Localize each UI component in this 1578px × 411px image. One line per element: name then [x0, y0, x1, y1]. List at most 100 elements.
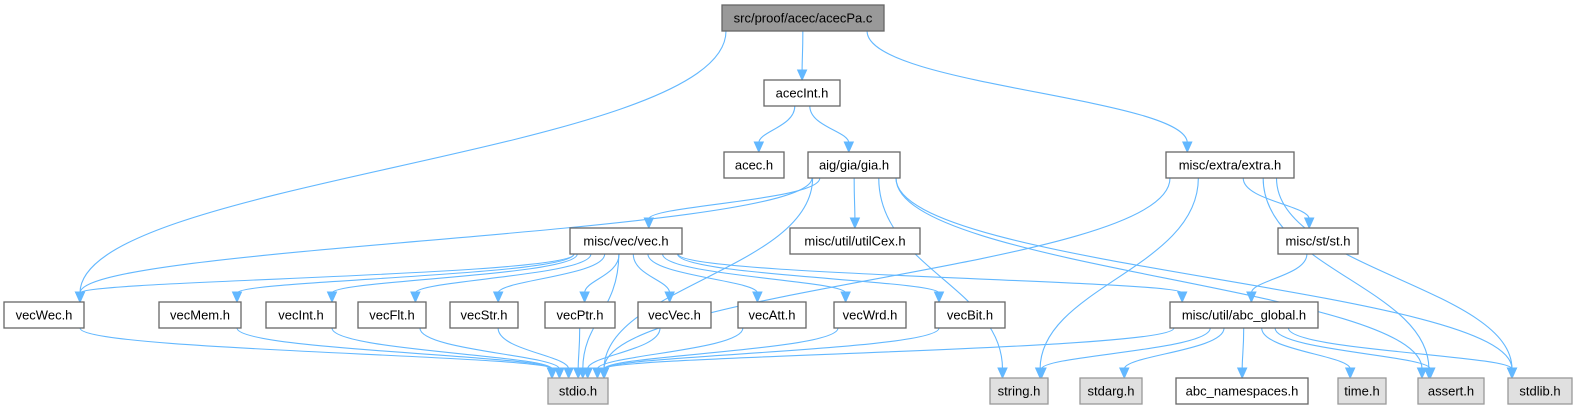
edge-vec-to-vecVec — [632, 253, 675, 304]
arrowhead-icon — [752, 291, 763, 304]
edge-line — [758, 105, 796, 144]
node-label: stdarg.h — [1088, 384, 1135, 399]
arrowhead-icon — [1036, 367, 1047, 380]
edge-acecPa-to-vecWec — [74, 30, 727, 304]
node-label: stdlib.h — [1519, 384, 1560, 399]
node-label: misc/vec/vec.h — [583, 234, 668, 249]
edge-line — [1242, 177, 1310, 220]
node-label: src/proof/acec/acecPa.c — [734, 11, 873, 26]
node-vecMem[interactable]: vecMem.h — [158, 301, 242, 329]
node-utilCex[interactable]: misc/util/utilCex.h — [789, 227, 921, 255]
edge-line — [331, 327, 553, 370]
node-extra[interactable]: misc/extra/extra.h — [1165, 151, 1295, 179]
node-box — [1417, 377, 1485, 405]
arrowhead-icon — [1506, 367, 1518, 380]
node-vecInt[interactable]: vecInt.h — [265, 301, 337, 329]
edge-line — [497, 253, 606, 294]
edge-line — [79, 253, 575, 294]
node-label: vecWec.h — [16, 308, 73, 323]
edge-abc_global-to-abc_namespaces — [1236, 327, 1248, 380]
edge-line — [603, 177, 814, 370]
edge-line — [1040, 327, 1211, 370]
edge-line — [79, 327, 553, 370]
node-label: abc_namespaces.h — [1186, 384, 1299, 399]
edge-extra-to-string — [1034, 177, 1199, 380]
node-gia[interactable]: aig/gia/gia.h — [807, 151, 901, 179]
arrowhead-icon — [1416, 367, 1428, 380]
arrowhead-icon — [1119, 367, 1130, 380]
edge-line — [866, 30, 1188, 144]
node-vecVec[interactable]: vecVec.h — [637, 301, 712, 329]
edge-gia-to-vec — [643, 177, 821, 230]
edge-gia-to-assert — [895, 177, 1428, 380]
edge-line — [1123, 327, 1225, 370]
node-st[interactable]: misc/st/st.h — [1277, 227, 1359, 255]
edge-line — [648, 177, 821, 220]
edge-line — [895, 177, 1423, 370]
edge-vecVec-to-stdio — [582, 327, 661, 380]
edge-line — [1274, 327, 1431, 370]
node-label: misc/util/utilCex.h — [804, 234, 905, 249]
node-box — [547, 377, 609, 405]
node-vecStr[interactable]: vecStr.h — [449, 301, 519, 329]
node-box — [789, 227, 921, 255]
edge-line — [236, 253, 575, 294]
node-box — [807, 151, 901, 179]
edge-abc_global-to-stdarg — [1119, 327, 1225, 380]
node-vecWrd[interactable]: vecWrd.h — [833, 301, 907, 329]
arrowhead-icon — [1176, 291, 1188, 304]
node-box — [833, 301, 907, 329]
edge-gia-to-utilCex — [849, 177, 861, 230]
edge-line — [1039, 177, 1199, 370]
arrowhead-icon — [1236, 367, 1248, 380]
node-box — [723, 151, 785, 179]
edge-vec-to-vecAtt — [647, 253, 763, 304]
node-abc-namespaces[interactable]: abc_namespaces.h — [1175, 377, 1309, 405]
arrowhead-icon — [326, 291, 338, 304]
edge-vecPtr-to-stdio — [572, 327, 584, 380]
edge-line — [497, 327, 570, 370]
node-vec[interactable]: misc/vec/vec.h — [569, 227, 683, 255]
edge-line — [584, 253, 620, 294]
arrowhead-icon — [796, 69, 808, 82]
node-vecPtr[interactable]: vecPtr.h — [544, 301, 616, 329]
node-label: assert.h — [1428, 384, 1474, 399]
node-box — [1079, 377, 1143, 405]
edge-line — [603, 177, 1171, 370]
edge-line — [1250, 253, 1308, 294]
edge-vec-to-vecInt — [326, 253, 578, 304]
edge-acecInt-to-gia — [809, 105, 855, 154]
arrowhead-icon — [843, 141, 855, 154]
arrowhead-icon — [840, 291, 851, 304]
arrowhead-icon — [664, 291, 675, 304]
node-acec[interactable]: acec.h — [723, 151, 785, 179]
edge-vec-to-vecMem — [231, 253, 575, 304]
edge-line — [853, 177, 856, 220]
node-vecWec[interactable]: vecWec.h — [3, 301, 85, 329]
node-vecAtt[interactable]: vecAtt.h — [737, 301, 807, 329]
node-vecFlt[interactable]: vecFlt.h — [357, 301, 427, 329]
node-label: vecAtt.h — [749, 308, 796, 323]
edge-acecPa-to-extra — [866, 30, 1193, 154]
node-acecPa[interactable]: src/proof/acec/acecPa.c — [721, 4, 885, 32]
edge-vecAtt-to-stdio — [592, 327, 744, 380]
node-label: misc/extra/extra.h — [1179, 158, 1282, 173]
node-box — [989, 377, 1049, 405]
edge-line — [662, 253, 847, 294]
node-abc-global[interactable]: misc/util/abc_global.h — [1169, 301, 1319, 329]
edge-extra-to-stdlib — [1275, 177, 1518, 380]
node-acecInt[interactable]: acecInt.h — [763, 79, 841, 107]
node-vecBit[interactable]: vecBit.h — [934, 301, 1006, 329]
node-label: vecInt.h — [278, 308, 324, 323]
node-stdlib: stdlib.h — [1507, 377, 1573, 405]
node-box — [569, 227, 683, 255]
arrowhead-icon — [643, 217, 655, 230]
edge-st-to-abc_global — [1246, 253, 1308, 304]
edge-gia-to-stdlib — [895, 177, 1518, 380]
edge-acecPa-to-acecInt — [796, 30, 808, 82]
arrowhead-icon — [933, 291, 945, 304]
node-box — [1277, 227, 1359, 255]
edge-line — [419, 327, 560, 370]
edge-vec-to-vecWrd — [662, 253, 851, 304]
